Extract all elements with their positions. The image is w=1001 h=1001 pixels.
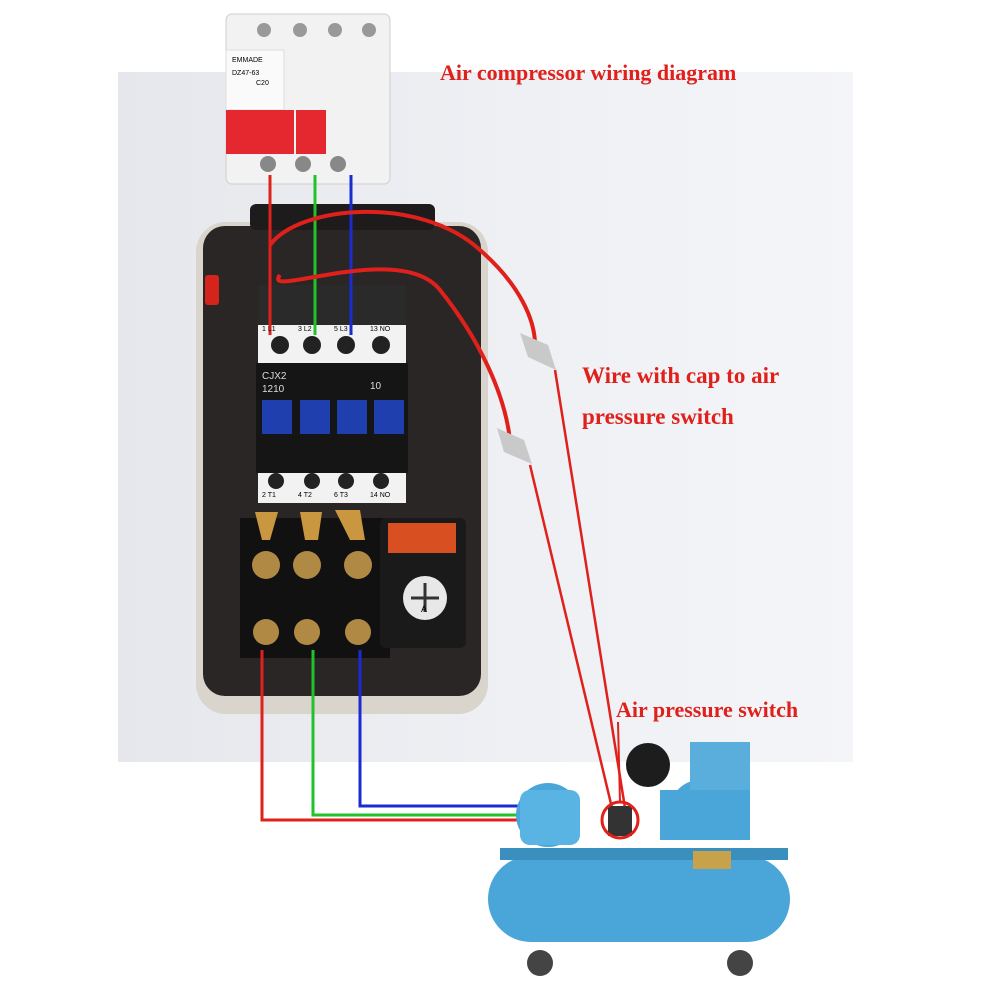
wire-red-motor	[260, 650, 530, 822]
wire-green-motor	[311, 650, 530, 817]
wire-blue-motor	[358, 650, 530, 808]
breaker-model: DZ47-63	[232, 70, 260, 77]
contactor	[256, 285, 408, 503]
indicator-lamp	[205, 275, 219, 305]
terminal-screws-bottom	[268, 473, 389, 489]
callout-line	[617, 721, 621, 803]
top-terminal-4: 13 NO	[370, 326, 391, 333]
top-terminal-1: 1 L1	[262, 326, 276, 333]
circuit-breaker	[225, 13, 391, 185]
cap-wire-label-line2: pressure switch	[582, 404, 734, 429]
terminal-screws-top	[271, 336, 390, 354]
breaker-rating: C20	[256, 80, 269, 87]
bottom-terminal-2: 4 T2	[298, 492, 312, 499]
top-terminal-2: 3 L2	[298, 326, 312, 333]
contactor-code: 10	[370, 381, 382, 392]
top-terminal-3: 5 L3	[334, 326, 348, 333]
cap-wire-label: Wire with cap to air pressure switch	[582, 355, 779, 437]
wire-cap-lower	[497, 428, 532, 464]
bottom-terminal-4: 14 NO	[370, 492, 391, 499]
wire-cap-upper	[520, 333, 556, 370]
bottom-terminal-1: 2 T1	[262, 492, 276, 499]
pressure-switch-label: Air pressure switch	[616, 697, 799, 722]
bottom-terminal-3: 6 T3	[334, 492, 348, 499]
cap-wire-upper	[268, 209, 537, 346]
cap-line-upper	[553, 369, 627, 809]
cap-wire-lower	[276, 267, 512, 441]
overload-relay	[240, 510, 466, 658]
nameplate	[693, 851, 731, 869]
pressure-switch	[608, 806, 632, 836]
contactor-model-1: CJX2	[262, 371, 287, 382]
contactor-model-2: 1210	[262, 384, 285, 395]
flywheel	[626, 743, 670, 787]
cap-wire-label-line1: Wire with cap to air	[582, 363, 780, 388]
breaker-brand: EMMADE	[232, 57, 263, 64]
diagram-title: Air compressor wiring diagram	[440, 60, 737, 85]
relay-dial-mark: A	[421, 604, 428, 614]
cap-line-lower	[528, 464, 614, 809]
air-compressor	[488, 742, 790, 976]
